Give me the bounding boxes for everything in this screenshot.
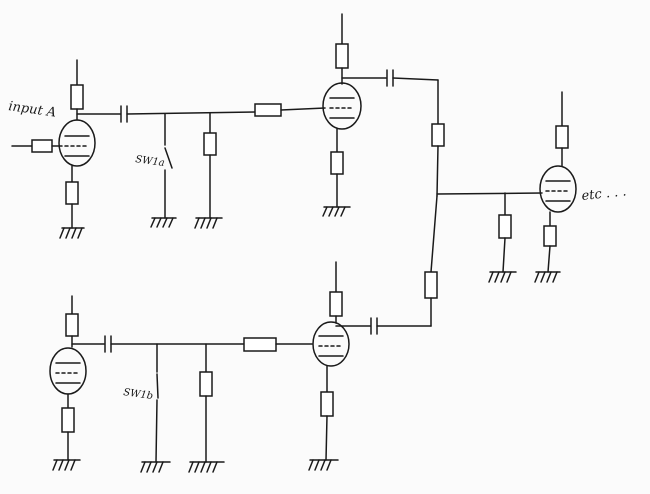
top-mixer-stage <box>322 13 445 217</box>
grid-resistor-1 <box>31 139 53 153</box>
tube-2 <box>322 82 362 130</box>
coupling-capacitor-2 <box>386 69 394 87</box>
mix-resistor-top <box>431 123 445 147</box>
shunt-resistor-2 <box>199 371 213 397</box>
cathode-resistor-4 <box>320 391 334 417</box>
plate-resistor-1 <box>70 84 84 110</box>
mix-resistor-bottom <box>424 271 438 299</box>
ground-7 <box>52 459 81 471</box>
etc-label: etc . . . <box>581 184 627 204</box>
coupling-capacitor-4 <box>370 317 378 335</box>
second-input-stage <box>49 295 313 473</box>
coupling-capacitor-1 <box>120 105 128 123</box>
ground-4 <box>322 206 351 217</box>
ground-10 <box>308 459 339 471</box>
ground-6 <box>534 271 561 283</box>
mix-bus <box>424 192 543 327</box>
ground-9 <box>188 461 225 473</box>
coupling-capacitor-3 <box>104 335 112 353</box>
bus-shunt-resistor <box>498 214 512 239</box>
input-stage <box>11 59 326 239</box>
cathode-resistor-2 <box>330 151 344 175</box>
tube-4 <box>312 321 350 367</box>
series-resistor-1 <box>254 103 282 117</box>
plate-resistor-2 <box>335 43 349 69</box>
plate-resistor-4 <box>329 291 343 317</box>
ground-3 <box>194 217 223 229</box>
cathode-resistor-3 <box>61 407 75 433</box>
switch-b-label: SW1b <box>123 387 154 402</box>
switch-a-label: SW1a <box>135 154 166 169</box>
plate-resistor-3 <box>65 313 79 337</box>
cathode-resistor-out <box>543 225 557 247</box>
bottom-mixer-stage <box>308 261 432 471</box>
tube-1 <box>58 119 96 167</box>
ground-1 <box>59 227 85 239</box>
switch-sw1a <box>164 147 173 169</box>
ground-8 <box>140 461 171 473</box>
output-stage <box>534 91 577 283</box>
tube-3 <box>49 347 87 395</box>
tube-out <box>539 165 577 213</box>
input-label: input A <box>7 99 57 121</box>
ground-5 <box>488 271 517 283</box>
shunt-resistor-1 <box>203 132 217 156</box>
plate-resistor-out <box>555 125 569 149</box>
ground-2 <box>150 217 177 228</box>
switch-sw1b <box>156 373 159 399</box>
cathode-resistor-1 <box>65 181 79 205</box>
series-resistor-2 <box>243 337 277 352</box>
